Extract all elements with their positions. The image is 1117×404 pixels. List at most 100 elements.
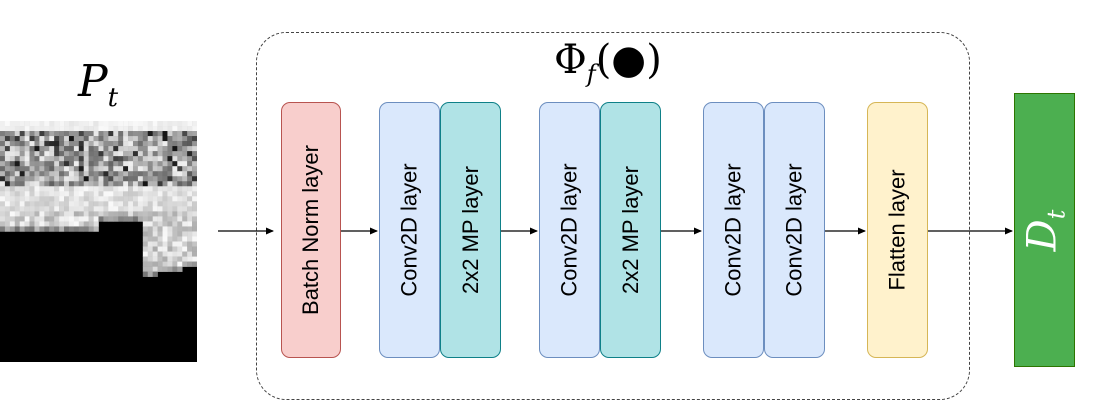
image-pixel (14, 196, 20, 202)
image-pixel (9, 131, 16, 137)
image-pixel (113, 181, 119, 187)
image-pixel (68, 186, 75, 192)
image-pixel (39, 146, 45, 152)
image-pixel (98, 206, 104, 212)
image-pixel (152, 226, 158, 232)
batch-norm-layer: Batch Norm layer (281, 102, 341, 358)
image-pixel (113, 131, 119, 137)
image-pixel (4, 131, 11, 137)
image-pixel (29, 126, 35, 132)
image-pixel (182, 261, 188, 267)
image-pixel (167, 246, 173, 252)
image-pixel (4, 151, 11, 157)
image-pixel (24, 146, 30, 152)
image-pixel (83, 171, 89, 177)
image-pixel (68, 151, 75, 157)
image-pixel (167, 146, 173, 152)
image-pixel (9, 196, 16, 202)
image-pixel (103, 191, 109, 197)
image-pixel (172, 221, 178, 227)
image-pixel (83, 221, 89, 227)
image-pixel (187, 191, 193, 197)
image-pixel (0, 221, 6, 227)
image-pixel (54, 221, 60, 227)
image-pixel (68, 166, 75, 172)
image-pixel (123, 146, 129, 152)
image-pixel (177, 151, 183, 157)
image-pixel (132, 136, 139, 142)
image-pixel (187, 181, 193, 187)
image-pixel (172, 156, 178, 162)
image-pixel (0, 201, 6, 207)
image-pixel (59, 226, 65, 232)
image-pixel (19, 171, 25, 177)
image-pixel (147, 141, 153, 147)
image-pixel (44, 156, 50, 162)
image-pixel (78, 226, 85, 232)
image-pixel (24, 171, 30, 177)
image-pixel (78, 126, 85, 132)
image-pixel (29, 121, 35, 127)
image-pixel (177, 221, 183, 227)
image-pixel (147, 221, 153, 227)
image-pixel (34, 156, 40, 162)
image-pixel (78, 146, 85, 152)
image-pixel (19, 146, 25, 152)
image-pixel (98, 171, 104, 177)
conv2d-layer-1: Conv2D layer (379, 102, 440, 358)
flatten-layer: Flatten layer (867, 102, 928, 358)
image-pixel (182, 201, 188, 207)
image-pixel (34, 191, 40, 197)
image-pixel (14, 226, 20, 232)
image-pixel (182, 181, 188, 187)
image-pixel (29, 156, 35, 162)
image-pixel (162, 206, 168, 212)
image-pixel (98, 141, 104, 147)
image-pixel (9, 161, 16, 167)
image-pixel (147, 176, 153, 182)
image-pixel (54, 196, 60, 202)
image-pixel (147, 216, 153, 222)
image-pixel (108, 141, 114, 147)
image-pixel (167, 266, 173, 272)
image-pixel (4, 221, 11, 227)
image-pixel (118, 171, 124, 177)
image-pixel (98, 176, 104, 182)
image-pixel (182, 236, 188, 242)
image-pixel (187, 156, 193, 162)
image-pixel (44, 161, 50, 167)
image-pixel (29, 226, 35, 232)
image-pixel (187, 256, 193, 262)
image-pixel (157, 241, 163, 247)
image-pixel (142, 121, 149, 127)
image-pixel (14, 211, 20, 217)
image-pixel (39, 136, 45, 142)
image-pixel (54, 201, 60, 207)
image-pixel (54, 136, 60, 142)
image-pixel (29, 201, 35, 207)
image-pixel (19, 226, 25, 232)
image-pixel (113, 151, 119, 157)
image-pixel (147, 161, 153, 167)
image-pixel (182, 246, 188, 252)
image-pixel (9, 141, 16, 147)
image-pixel (73, 216, 80, 222)
image-pixel (78, 191, 85, 197)
image-pixel (172, 226, 178, 232)
image-pixel (34, 221, 40, 227)
image-pixel (54, 206, 60, 212)
image-pixel (0, 141, 6, 147)
image-pixel (177, 141, 183, 147)
image-pixel (137, 156, 144, 162)
image-pixel (68, 191, 75, 197)
image-pixel (34, 211, 40, 217)
image-pixel (68, 221, 75, 227)
image-pixel (24, 206, 30, 212)
image-pixel (182, 211, 188, 217)
image-pixel (14, 161, 20, 167)
image-pixel (147, 206, 153, 212)
image-pixel (93, 146, 99, 152)
image-pixel (137, 121, 144, 127)
image-pixel (14, 216, 20, 222)
image-pixel (103, 216, 109, 222)
